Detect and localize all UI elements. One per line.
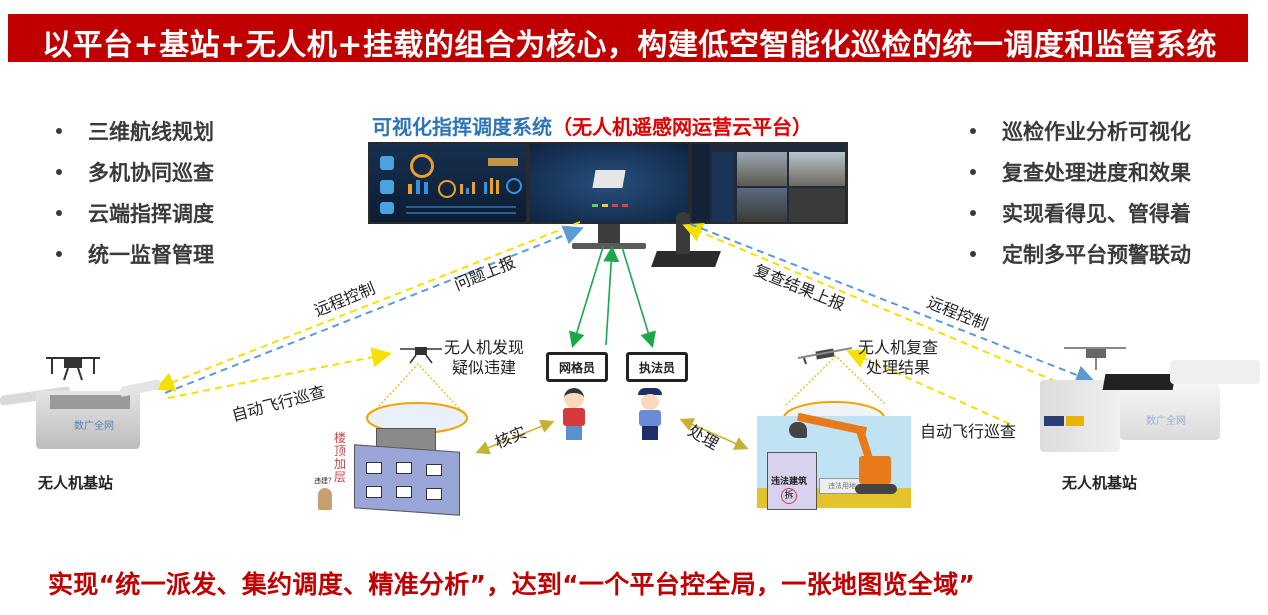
drone-review-caption: 无人机复查 处理结果 — [858, 338, 939, 377]
illegal-building-sign: 违法建筑 — [771, 477, 808, 487]
header-title: 以平台+基站+无人机+挂载的组合为核心，构建低空智能化巡检的统一调度和监管系统 — [42, 28, 1217, 63]
right-station-drone-icon — [1064, 347, 1126, 370]
video-surveillance-screen — [690, 142, 848, 224]
bullet-icon — [970, 210, 976, 216]
demolish-mark: 拆 — [781, 488, 797, 504]
dashboard-screen — [368, 142, 528, 224]
right-station-label: 无人机基站 — [1062, 474, 1138, 492]
rooftop-building-illustration — [346, 428, 466, 516]
review-drone-icon — [797, 347, 853, 365]
right-auto-patrol-label: 自动飞行巡查 — [920, 422, 1017, 441]
rooftop-annotation: 楼顶加层 — [334, 431, 347, 484]
left-station-drone-icon — [46, 357, 100, 381]
right-base-station: 数广全网 — [1040, 340, 1260, 452]
station-brand-label: 数广全网 — [1146, 416, 1186, 427]
excavator-bucket — [789, 422, 807, 438]
excavator-track — [855, 484, 897, 494]
bullet-icon — [56, 210, 62, 216]
monitor-array — [368, 142, 848, 226]
excavator-cab — [859, 456, 891, 484]
left-base-station: 数广全网 — [0, 378, 160, 453]
station-brand-label: 数广全网 — [74, 421, 114, 432]
enforcer-sign: 执法员 — [626, 352, 688, 382]
bullet-icon — [56, 251, 62, 257]
3d-model-screen — [528, 142, 690, 224]
bullet-icon — [56, 169, 62, 175]
bystander-figure — [318, 488, 332, 510]
bullet-icon — [970, 169, 976, 175]
enforcer-figure — [636, 388, 664, 442]
grid-worker-figure — [560, 388, 588, 442]
monitor-stand — [598, 224, 620, 244]
illegal-land-sign: 违法用地 — [819, 478, 865, 494]
bystander-speech: 违建？ — [314, 477, 335, 485]
bullet-icon — [56, 128, 62, 134]
left-station-label: 无人机基站 — [38, 474, 114, 492]
command-system-title: 可视化指挥调度系统（无人机遥感网运营云平台） — [372, 115, 812, 139]
bullet-icon — [970, 128, 976, 134]
demolition-illustration: 违法建筑 拆 违法用地 — [757, 412, 911, 510]
bullet-icon — [970, 251, 976, 257]
grid-worker-sign: 网格员 — [546, 352, 608, 382]
header-banner: 以平台+基站+无人机+挂载的组合为核心，构建低空智能化巡检的统一调度和监管系统 — [8, 14, 1248, 63]
drone-discovery-caption: 无人机发现 疑似违建 — [444, 338, 525, 377]
discovery-drone-icon — [400, 347, 442, 364]
footer-slogan: 实现“统一派发、集约调度、精准分析”，达到“一个平台控全局，一张地图览全域” — [48, 570, 976, 599]
